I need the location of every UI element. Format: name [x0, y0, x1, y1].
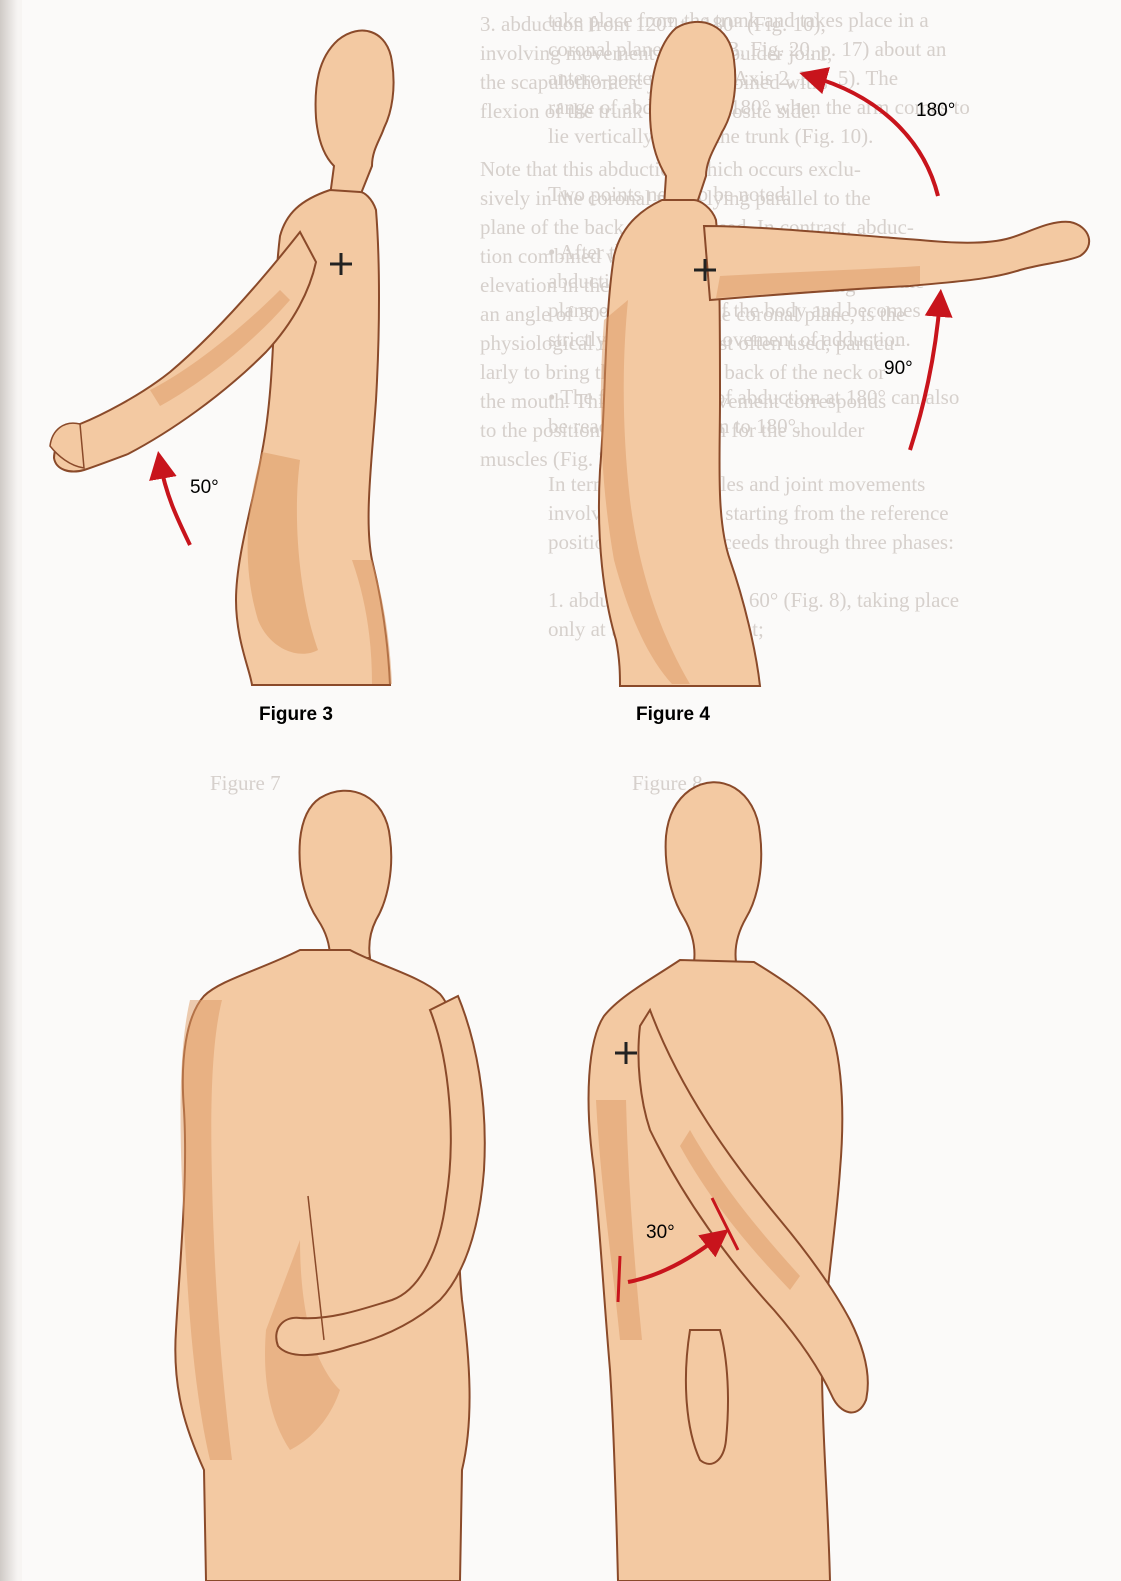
figure-3-angle-label: 50°: [190, 477, 219, 499]
figure-4-illustration: [599, 22, 1089, 686]
figure-5-illustration: [175, 791, 484, 1581]
figure-4-caption: Figure 4: [636, 704, 710, 726]
figure-3-illustration: [50, 31, 394, 685]
figure-4-angle-label-90: 90°: [884, 358, 913, 380]
figure-3-caption: Figure 3: [259, 704, 333, 726]
figure-4-angle-label-180: 180°: [916, 100, 955, 122]
figure-6-angle-label: 30°: [646, 1222, 675, 1244]
figure-6-illustration: [589, 782, 868, 1581]
